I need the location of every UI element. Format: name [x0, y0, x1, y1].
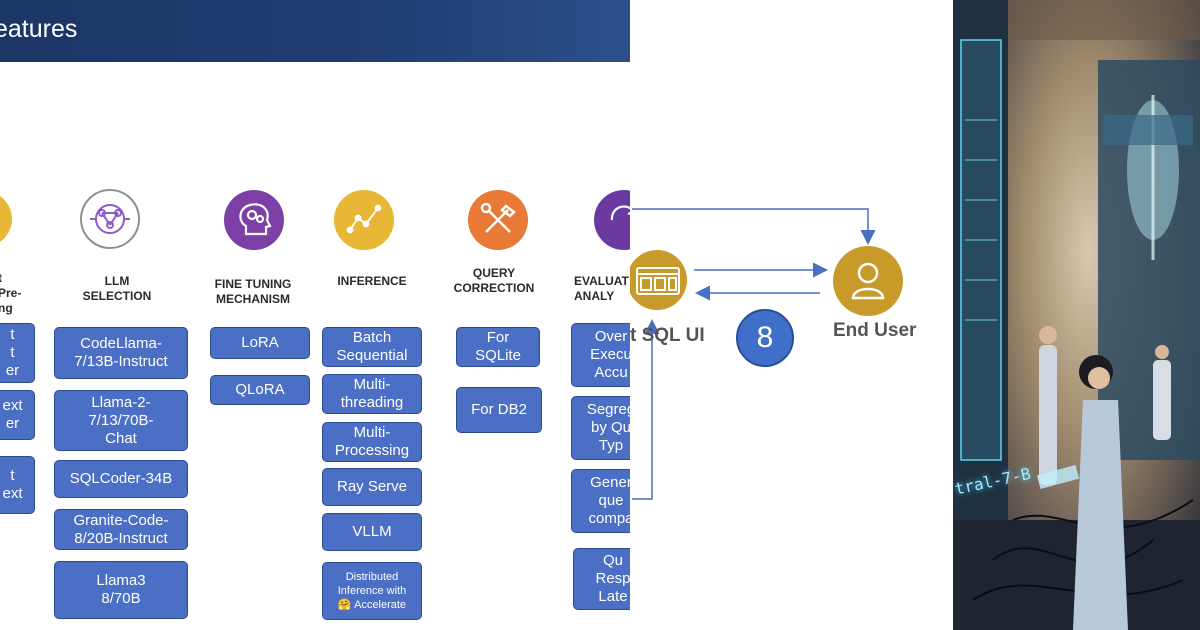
end-user-label: End User — [833, 320, 917, 341]
column-heading-query-correction: QUERY CORRECTION — [453, 266, 535, 295]
refresh-icon — [594, 190, 630, 250]
user-icon — [833, 246, 903, 316]
column-heading-evaluation: EVALUAT ANALY — [574, 274, 629, 303]
query-correction-option: For DB2 — [456, 387, 542, 433]
llm-option: Llama-2- 7/13/70B- Chat — [54, 390, 188, 451]
feature-item: t ext — [0, 456, 35, 514]
slide-header: eatures — [0, 0, 630, 62]
slide-title: eatures — [0, 15, 78, 43]
inference-option: Ray Serve — [322, 468, 422, 506]
tools-icon — [468, 190, 528, 250]
column-heading-fine-tuning: FINE TUNING MECHANISM — [214, 277, 292, 306]
llm-option: Granite-Code- 8/20B-Instruct — [54, 509, 188, 550]
server-room-illustration — [953, 0, 1200, 630]
column-heading-partial: t Pre- ng — [0, 271, 22, 315]
evaluation-option: Gener que compa — [571, 469, 630, 533]
query-correction-option: For SQLite — [456, 327, 540, 367]
sci-fi-illustration: tral-7-B — [953, 0, 1200, 630]
llm-option: Llama3 8/70B — [54, 561, 188, 619]
step-number-badge: 8 — [736, 309, 794, 367]
head-gears-icon — [224, 190, 284, 250]
sql-ui-label: t SQL UI — [630, 325, 705, 346]
inference-option: Batch Sequential — [322, 327, 422, 367]
flow-diagram: t SQL UI 8 End User — [630, 0, 953, 630]
inference-option: Multi- Processing — [322, 422, 422, 462]
column-heading-inference: INFERENCE — [337, 274, 407, 288]
evaluation-option: Over Execu Accu — [571, 323, 630, 387]
inference-option: VLLM — [322, 513, 422, 551]
feature-item: ext er — [0, 390, 35, 440]
column-heading-llm-selection: LLM SELECTION — [82, 274, 152, 303]
inference-option: Multi- threading — [322, 374, 422, 414]
inference-option: Distributed Inference with 🤗 Accelerate — [322, 562, 422, 620]
evaluation-option: Qu Resp Late — [573, 548, 630, 610]
llm-option: CodeLlama- 7/13B-Instruct — [54, 327, 188, 379]
neural-brain-icon — [80, 189, 140, 249]
document-icon — [0, 191, 12, 247]
sql-ui-icon — [630, 250, 687, 310]
feature-item: t t er — [0, 323, 35, 383]
llm-option: SQLCoder-34B — [54, 460, 188, 498]
evaluation-option: Segreg by Qu Typ — [571, 396, 630, 460]
fine-tuning-option: LoRA — [210, 327, 310, 359]
flow-arrows — [632, 208, 876, 500]
chart-trend-icon — [334, 190, 394, 250]
fine-tuning-option: QLoRA — [210, 375, 310, 405]
features-slide: eatures t Pre- ng t t er ext er t ext LL… — [0, 0, 630, 620]
